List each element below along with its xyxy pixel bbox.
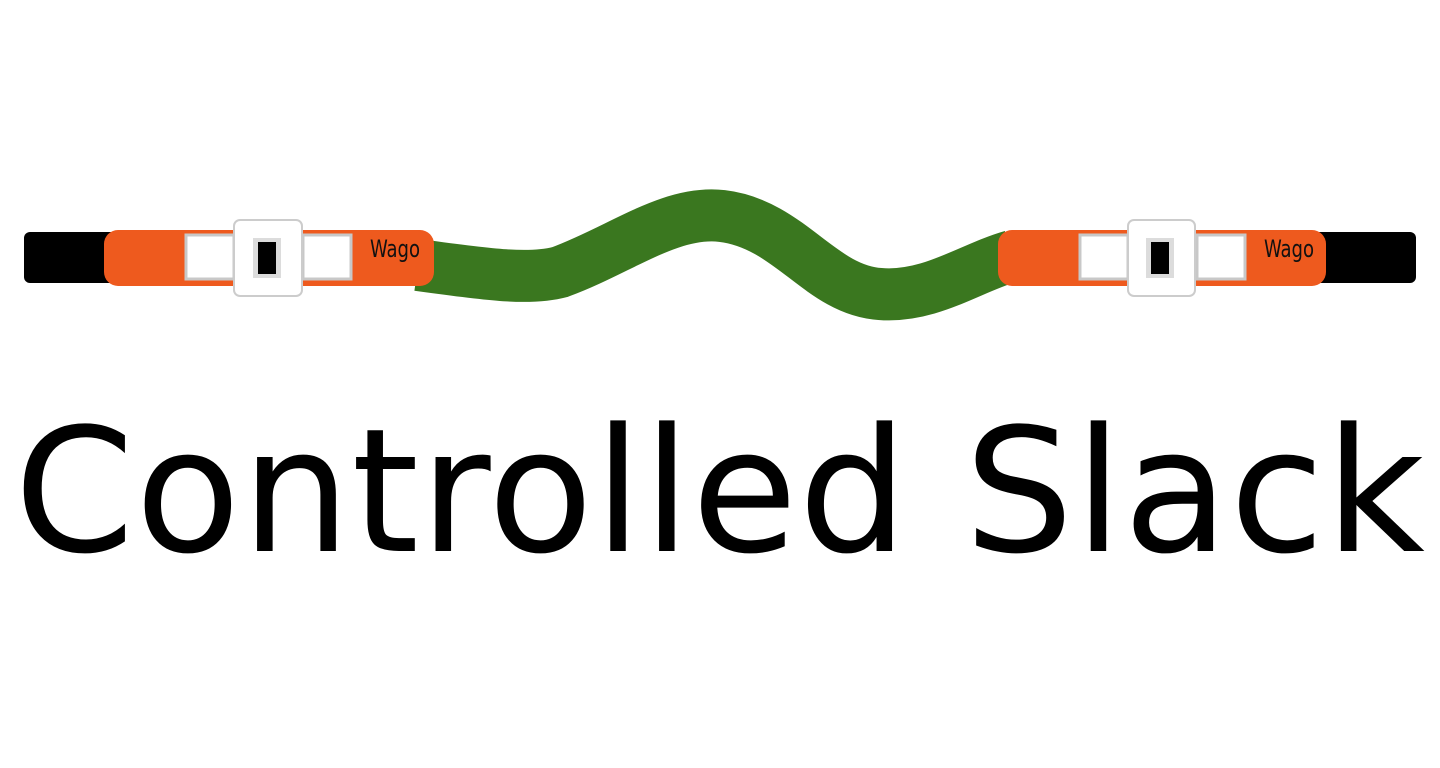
connector-brand-label: Wago xyxy=(1264,235,1314,263)
slack-wire xyxy=(414,189,1020,321)
port-right xyxy=(1195,233,1247,281)
port-left xyxy=(1078,233,1130,281)
port-right xyxy=(301,233,353,281)
port-left xyxy=(184,233,236,281)
right-cable-sheath xyxy=(1300,232,1416,283)
page-title: Controlled Slack xyxy=(14,391,1426,592)
left-wago-connector: Wago xyxy=(104,219,434,297)
lever-slot xyxy=(258,242,276,274)
connector-brand-label: Wago xyxy=(370,235,420,263)
right-wago-connector: Wago xyxy=(998,219,1326,297)
lever-slot xyxy=(1151,242,1169,274)
